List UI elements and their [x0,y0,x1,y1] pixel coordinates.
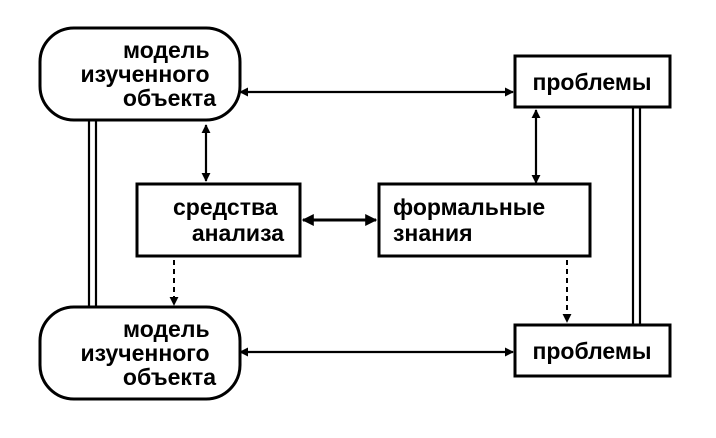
left-double-rail [87,118,98,312]
svg-text:средства анализа: средства анализа [173,194,284,246]
svg-text:проблемы: проблемы [532,69,651,95]
node-model-bottom: модель изученного объекта [38,305,242,401]
svg-text:проблемы: проблемы [532,338,651,364]
right-double-rail [631,108,642,326]
node-problems-bottom: проблемы [513,323,672,378]
node-model-top: модель изученного объекта [38,26,242,122]
svg-text:модель изученного: модель изученного объекта [81,37,217,111]
node-analysis-means: средства анализа [135,182,302,258]
node-formal-knowledge: формальные знания [377,182,592,258]
svg-text:формальные знания: формальные знания [393,194,552,246]
svg-text:модель изученного: модель изученного объекта [81,316,217,390]
node-problems-top: проблемы [513,54,672,109]
